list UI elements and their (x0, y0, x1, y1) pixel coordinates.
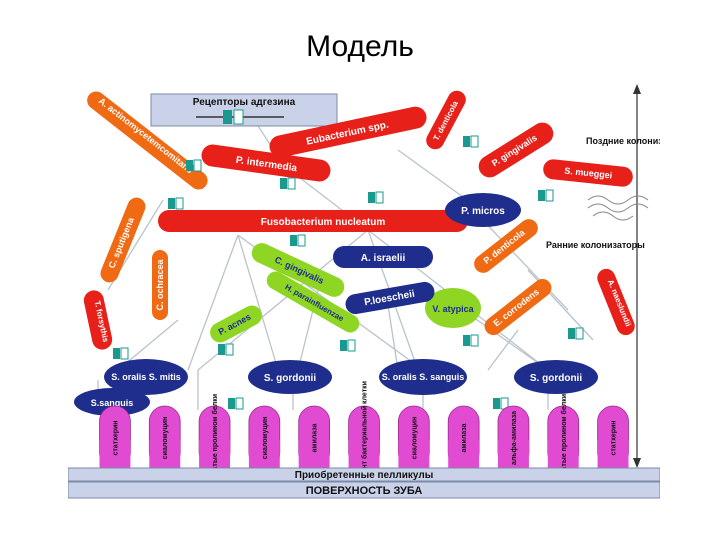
pellicle-receptor-column: амилаза (447, 405, 480, 469)
pellicle-receptor-label: альфа-амилаза (511, 411, 518, 465)
bacterium-p-micros: P. micros (445, 193, 521, 227)
pellicle-receptor-column: фрагмент бактериальной клетки (348, 381, 380, 495)
bacterium-c-sputigena: C. sputigena (100, 197, 146, 283)
pellicle-receptor-column: статхерин (597, 405, 629, 469)
svg-text:S. oralis S. mitis: S. oralis S. mitis (111, 372, 181, 382)
svg-text:Fusobacterium nucleatum: Fusobacterium nucleatum (261, 217, 386, 228)
legend-adhesin-receptors: Рецепторы адгезина (150, 93, 338, 127)
svg-text:E. corrodens: E. corrodens (491, 287, 541, 329)
bacterium-fusobacterium-nucleatum: Fusobacterium nucleatum (158, 210, 468, 232)
pellicle-receptor-label: амилаза (461, 423, 468, 452)
bacterium-t-denticola: T. denticola (426, 90, 466, 150)
pellicle-receptor-label: сиаломуцин (411, 417, 418, 459)
bacterium-s-gordonii-1: S. gordonii (248, 360, 332, 394)
pellicle-receptor-label: амилаза (312, 423, 319, 452)
pellicle-receptor-label: богатые пролином белки (211, 394, 219, 482)
svg-text:S.sanguis: S.sanguis (91, 398, 134, 408)
pellicle-receptor-label: богатые пролином белки (560, 394, 568, 482)
pellicle-receptor-columns: статхерин сиаломуцин богатые пролином белк… (99, 381, 629, 495)
bacterium-t-forsythis: T. forsythis (83, 290, 113, 350)
adhesin-icon (233, 109, 244, 125)
bacterium-s-mueggei: S. mueggei (543, 159, 633, 187)
spirochete-filaments (587, 195, 649, 221)
bacterium-p-loescheii: P.loescheii (345, 281, 435, 315)
svg-text:A. israelii: A. israelii (361, 253, 406, 264)
svg-text:S. gordonii: S. gordonii (530, 373, 582, 384)
pellicle-receptor-label: статхерин (611, 420, 618, 455)
pellicle-label: Приобретенные пелликулы (295, 469, 433, 481)
bacterium-p-intermedia: P. intermedia (201, 144, 331, 182)
pellicle-receptor-label: фрагмент бактериальной клетки (361, 381, 369, 495)
bacterium-e-corrodens: E. corrodens (484, 278, 552, 336)
svg-text:S. gordonii: S. gordonii (264, 373, 316, 384)
pellicle-receptor-label: сиаломуцин (162, 417, 169, 459)
adhesin-receptor-pairs (113, 135, 584, 410)
pellicle-receptor-column: сиаломуцин (397, 405, 430, 469)
legend-label: Рецепторы адгезина (193, 97, 296, 108)
pellicle-receptor-label: статхерин (112, 420, 119, 455)
receptor-icon (223, 110, 232, 124)
svg-text:V. atypica: V. atypica (432, 304, 474, 314)
bacterium-s-sanguis: S.sanguis (74, 388, 150, 416)
pellicle-receptor-column: богатые пролином белки (198, 394, 231, 482)
pellicle-receptor-column: альфа-амилаза (497, 405, 530, 469)
svg-text:S. oralis S. sanguis: S. oralis S. sanguis (382, 372, 465, 382)
svg-text:S. mueggei: S. mueggei (564, 166, 613, 181)
pellicle-receptor-column: сиаломуцин (148, 405, 181, 469)
pellicle-receptor-label: сиаломуцин (262, 417, 269, 459)
svg-text:P. micros: P. micros (461, 206, 505, 217)
pellicle-receptor-column: сиаломуцин (248, 405, 281, 469)
colonizer-axis: Поздние колонизаторы Ранние колонизаторы (546, 84, 691, 468)
bacterium-s-gordonii-2: S. gordonii (514, 360, 598, 394)
slide-title: Модель (306, 30, 414, 63)
pellicle-receptor-column: амилаза (298, 405, 330, 469)
bacterium-a-israelii: A. israelii (333, 246, 433, 268)
bacterium-a-naeslundii: A. naeslundii (597, 268, 635, 336)
pellicle-receptor-column: статхерин (99, 405, 131, 469)
pellicle-receptor-column: богатые пролином белки (547, 394, 580, 482)
plaque-model-diagram: Рецепторы адгезина Поздние колонизаторы … (67, 80, 691, 500)
bacterium-v-atypica: V. atypica (425, 288, 481, 328)
bacterium-c-ochracea: C. ochracea (152, 250, 168, 320)
tooth-surface-label: ПОВЕРХНОСТЬ ЗУБА (306, 485, 423, 497)
bacterium-s-oralis-mitis: S. oralis S. mitis (104, 359, 188, 395)
late-colonizers-label: Поздние колонизаторы (586, 136, 660, 146)
pellicle-band: Приобретенные пелликулы (67, 467, 661, 482)
bacterium-s-oralis-sanguis: S. oralis S. sanguis (379, 359, 467, 395)
tooth-surface-band: ПОВЕРХНОСТЬ ЗУБА (67, 481, 661, 499)
svg-text:C. ochracea: C. ochracea (155, 258, 165, 310)
early-colonizers-label: Ранние колонизаторы (546, 240, 645, 250)
